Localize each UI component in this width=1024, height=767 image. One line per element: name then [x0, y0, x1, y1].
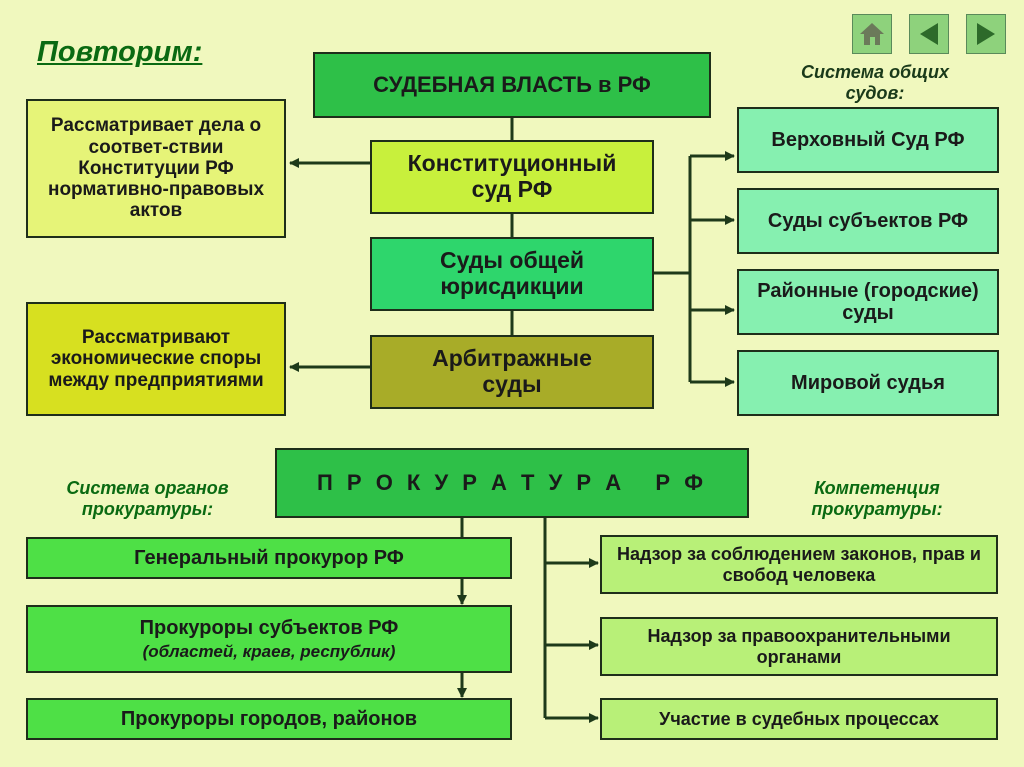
subject-prosecutors-note: (областей, краев, республик)	[142, 641, 396, 661]
prosecution-title: П Р О К У Р А Т У Р А Р Ф	[275, 448, 749, 518]
constitutional-court-description: Рассматривает дела о соответ-ствии Конст…	[26, 99, 286, 238]
subject-prosecutors-box: Прокуроры субъектов РФ (областей, краев,…	[26, 605, 512, 673]
arbitration-courts-description: Рассматривают экономические споры между …	[26, 302, 286, 416]
competence-court-participation-box: Участие в судебных процессах	[600, 698, 998, 740]
general-courts-system-label: Система общих судов:	[800, 62, 950, 103]
general-courts-box: Суды общей юрисдикции	[370, 237, 654, 311]
subject-courts-box: Суды субъектов РФ	[737, 188, 999, 254]
judicial-power-title: СУДЕБНАЯ ВЛАСТЬ в РФ	[313, 52, 711, 118]
arrow-right-icon	[977, 23, 995, 45]
arbitration-courts-box: Арбитражные суды	[370, 335, 654, 409]
home-icon	[860, 23, 884, 45]
back-button[interactable]	[909, 14, 949, 54]
magistrate-box: Мировой судья	[737, 350, 999, 416]
city-prosecutors-box: Прокуроры городов, районов	[26, 698, 512, 740]
forward-button[interactable]	[966, 14, 1006, 54]
home-button[interactable]	[852, 14, 892, 54]
supreme-court-box: Верховный Суд РФ	[737, 107, 999, 173]
arrow-left-icon	[920, 23, 938, 45]
heading-repeat: Повторим:	[37, 36, 203, 68]
subject-prosecutors-label: Прокуроры субъектов РФ	[139, 617, 399, 640]
constitutional-court-box: Конституционный суд РФ	[370, 140, 654, 214]
general-prosecutor-box: Генеральный прокурор РФ	[26, 537, 512, 579]
district-courts-box: Районные (городские) суды	[737, 269, 999, 335]
competence-laws-box: Надзор за соблюдением законов, прав и св…	[600, 535, 998, 594]
prosecution-organs-label: Система органов прокуратуры:	[66, 478, 229, 519]
competence-law-enforcement-box: Надзор за правоохранительными органами	[600, 617, 998, 676]
prosecution-competence-label: Компетенция прокуратуры:	[811, 478, 943, 519]
